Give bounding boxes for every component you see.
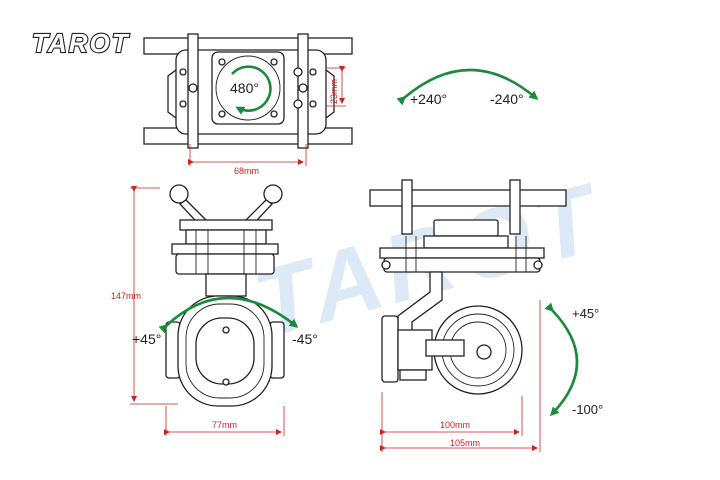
front-height-dim: 147mm xyxy=(111,291,141,301)
tilt-minus-label: -100° xyxy=(572,402,603,417)
top-rotation-label: 480° xyxy=(230,80,259,96)
pan-plus-label: +240° xyxy=(410,91,447,107)
front-width-dim: 77mm xyxy=(212,420,237,430)
side-view: 100mm 105mm +45° -100° xyxy=(369,179,603,452)
top-width-dim: 68mm xyxy=(234,166,259,176)
tilt-plus-label: +45° xyxy=(572,306,599,321)
brand-logo: TAROT xyxy=(32,28,130,58)
pan-minus-label: -240° xyxy=(490,91,524,107)
top-view: 480° 68mm 23mm xyxy=(143,33,353,176)
top-height-dim: 23mm xyxy=(329,79,339,104)
side-width-dim-outer: 105mm xyxy=(450,438,480,448)
pan-range-indicator: +240° -240° xyxy=(396,68,539,107)
roll-minus-label: -45° xyxy=(292,331,318,347)
roll-plus-label: +45° xyxy=(132,331,161,347)
side-width-dim-inner: 100mm xyxy=(440,420,470,430)
front-view: 147mm 77mm +45° -45° xyxy=(111,184,318,436)
